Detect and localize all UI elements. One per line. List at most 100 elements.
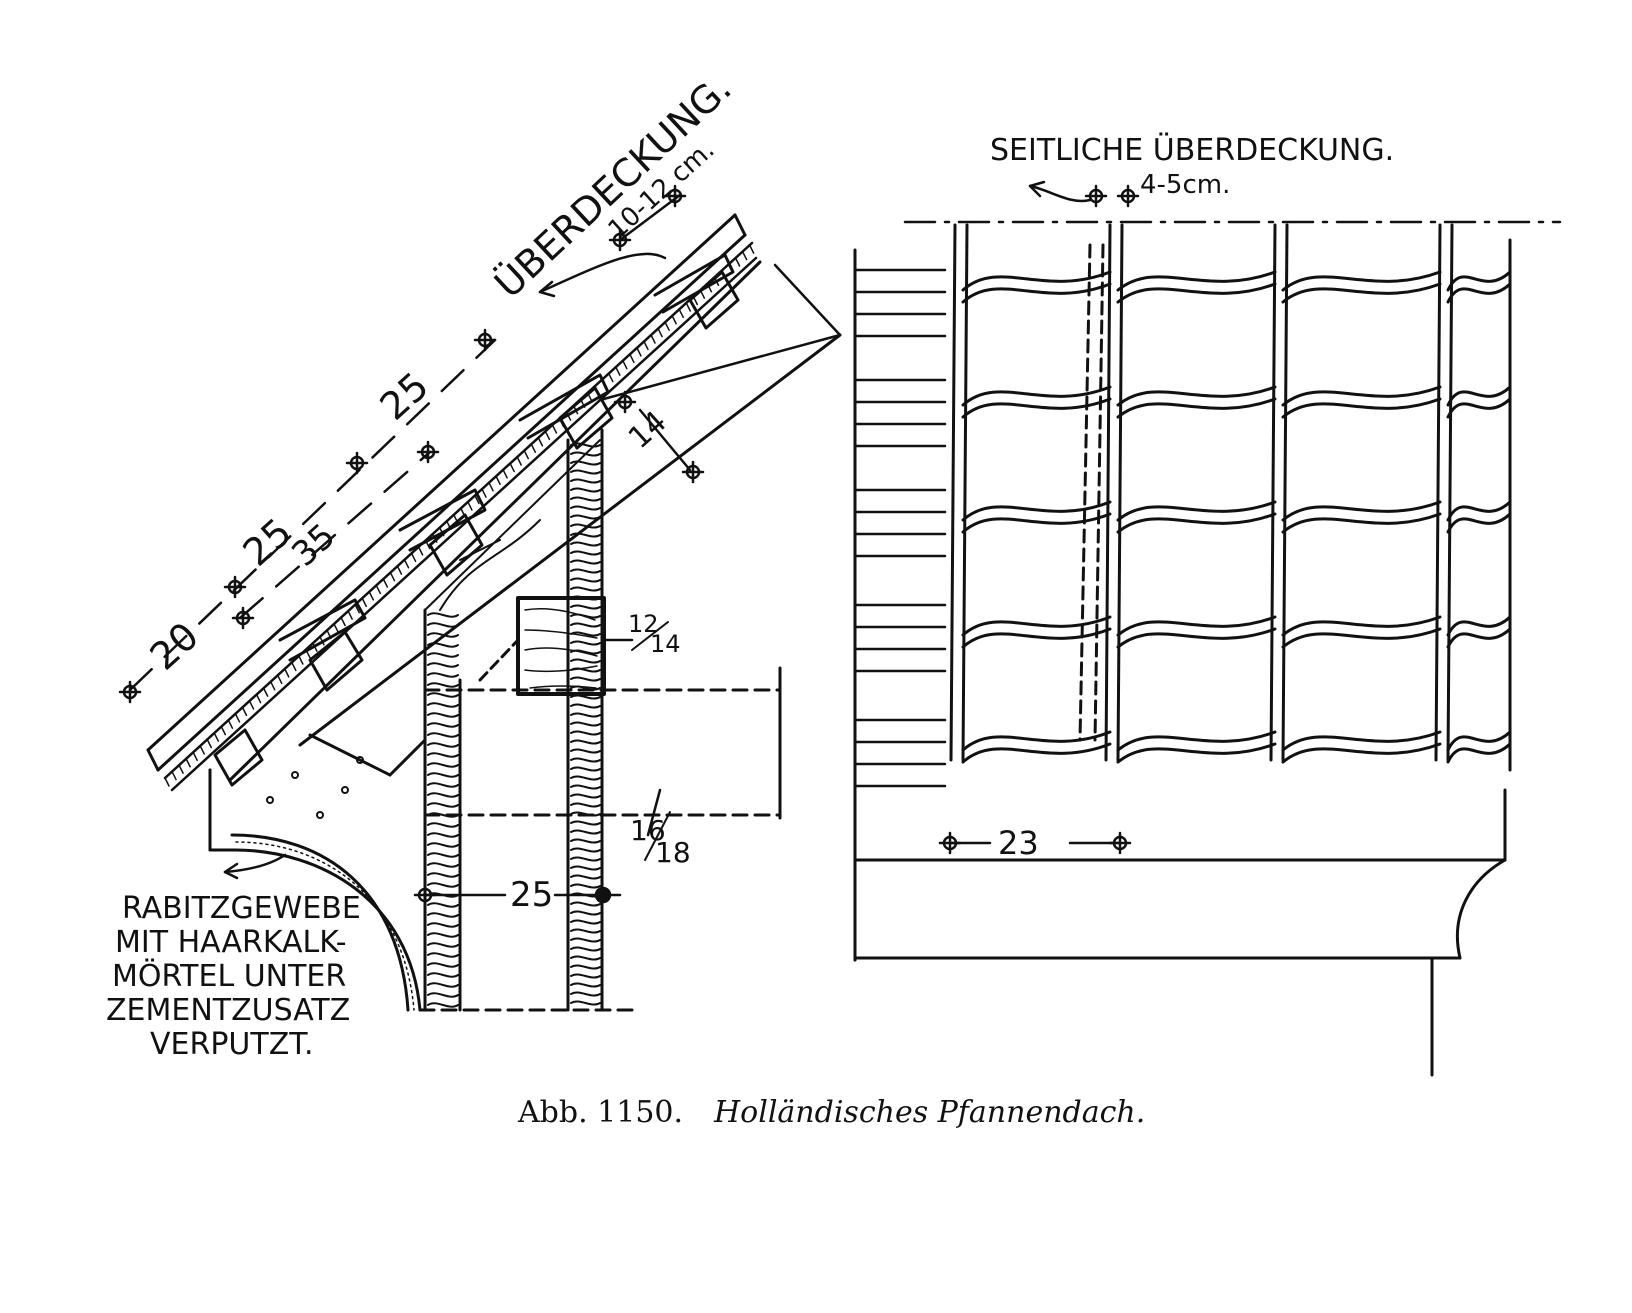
tile-column-edge <box>961 223 969 762</box>
wall-thickness-label: 25 <box>510 875 553 915</box>
mortar-hatch-mark <box>389 571 396 582</box>
tile-width-label: 23 <box>998 824 1039 862</box>
mortar-hatch-mark <box>255 693 262 704</box>
mortar-hatch-mark <box>748 244 755 254</box>
tile-underlayer <box>163 241 758 792</box>
mortar-hatch-mark <box>727 263 734 274</box>
mortar-hatch-mark <box>298 655 304 665</box>
mortar-hatch-mark <box>382 578 389 588</box>
mortar-hatch-mark <box>481 488 487 498</box>
mortar-hatch-mark <box>657 327 663 338</box>
mortar-hatch-mark <box>354 603 360 614</box>
mortar-hatch-mark <box>403 558 410 569</box>
figure-caption: Abb. 1150. Holländisches Pfannendach. <box>517 1095 1145 1130</box>
brick-wall-right <box>566 428 604 1012</box>
section-leader-arrows <box>223 252 667 880</box>
purlin-block <box>516 596 606 696</box>
mortar-hatch-mark <box>305 648 311 659</box>
mortar-hatch-mark <box>283 668 290 678</box>
tile-column-edge <box>1434 223 1442 762</box>
mortar-hatch-mark <box>502 469 508 479</box>
roof-section: ÜBERDECKUNG. 10-12 cm. 20 25 35 25 14 12… <box>106 66 842 1062</box>
mortar-hatch-mark <box>326 629 332 640</box>
rabitz-note: RABITZGEWEBE MIT HAARKALK- MÖRTEL UNTER … <box>106 891 361 1062</box>
mortar-hatch-mark <box>276 674 283 685</box>
tile-column-edge <box>1269 223 1277 762</box>
side-overlap-dimension <box>1028 180 1140 208</box>
batten-spacing-4: 25 <box>372 364 437 429</box>
mortar-hatch-mark <box>213 732 220 742</box>
mortar-hatch-mark <box>312 642 318 652</box>
roof-elevation: 23 SEITLICHE ÜBERDECKUNG. 4-5cm. <box>853 132 1562 1077</box>
note-line-5: VERPUTZT. <box>150 1027 314 1062</box>
mortar-hatch-mark <box>171 770 177 781</box>
tile-course-wave <box>961 615 1512 649</box>
mortar-hatch-mark <box>467 501 473 511</box>
mortar-hatch-mark <box>530 443 537 453</box>
mortar-hatch-mark <box>220 725 227 736</box>
mortar-hatch-mark <box>410 552 417 563</box>
pantile-grid <box>949 223 1512 772</box>
mortar-hatch-mark <box>241 706 248 717</box>
tile-overlap-steps <box>278 253 735 662</box>
side-overlap-seam <box>1078 243 1105 742</box>
tile-course-wave <box>961 270 1512 304</box>
mortar-hatch-mark <box>185 757 191 768</box>
mortar-hatch-mark <box>608 372 614 383</box>
mortar-hatch-mark <box>600 379 607 389</box>
tile-width-dimension <box>938 831 1132 855</box>
eaves-boards <box>853 788 1507 1077</box>
mortar-hatch-mark <box>516 456 522 466</box>
mortar-hatch-mark <box>551 424 558 434</box>
mortar-hatch-mark <box>227 719 234 729</box>
mortar-hatch-mark <box>664 321 670 331</box>
beam-fraction-bar <box>644 811 671 861</box>
mortar-hatch-mark <box>361 597 367 607</box>
mortar-hatch-mark <box>234 713 241 723</box>
mortar-hatch-mark <box>333 623 339 633</box>
batten-spacing-3: 35 <box>284 516 343 575</box>
note-line-2: MIT HAARKALK- <box>115 925 347 960</box>
mortar-hatch-mark <box>424 539 431 550</box>
edge-battens <box>853 268 947 788</box>
mortar-hatch-mark <box>509 462 515 473</box>
note-line-1: RABITZGEWEBE <box>122 891 361 926</box>
beam-size-denominator: 18 <box>655 836 691 869</box>
mortar-hatch-mark <box>629 353 635 364</box>
mortar-hatch-mark <box>474 494 480 505</box>
mortar-hatch-mark <box>347 610 353 620</box>
mortar-hatch-mark <box>262 687 269 697</box>
mortar-hatch-mark <box>340 616 346 627</box>
mortar-hatch-mark <box>537 436 544 447</box>
mortar-hatch-mark <box>248 700 255 710</box>
mortar-hatch-mark <box>488 481 494 492</box>
tile-column-edge <box>1104 223 1112 762</box>
brick-wall-left <box>423 608 462 1012</box>
mortar-hatch-mark <box>269 680 276 691</box>
mortar-hatch-mark <box>678 308 684 319</box>
note-line-3: MÖRTEL UNTER <box>112 958 346 994</box>
wall-top-slope <box>424 439 601 611</box>
eaves-ceiling <box>208 733 427 1012</box>
side-overlap-dimension-label: 4-5cm. <box>1140 170 1230 200</box>
purlin-size-denominator: 14 <box>650 630 681 658</box>
mortar-hatch-mark <box>199 745 205 755</box>
tile-column-edge <box>1116 223 1124 762</box>
mortar-hatch-mark <box>643 340 649 351</box>
mortar-hatch-mark <box>178 764 184 774</box>
mortar-hatch-mark <box>375 584 382 595</box>
tile-column-edge <box>949 223 957 762</box>
mortar-hatch-mark <box>622 359 628 370</box>
rafter <box>228 260 842 782</box>
mortar-hatch-mark <box>685 302 692 312</box>
mortar-hatch-mark <box>319 636 325 646</box>
mortar-hatch-mark <box>396 565 403 575</box>
section-dimension-lines <box>128 193 842 897</box>
mortar-hatch-mark <box>523 449 529 460</box>
mortar-hatch-mark <box>495 475 501 486</box>
mortar-hatch-mark <box>734 257 741 267</box>
tile-course-wave <box>961 730 1512 764</box>
mortar-hatch-mark <box>650 334 656 344</box>
tile-course-wave <box>961 385 1512 419</box>
mortar-hatch-mark <box>291 661 297 672</box>
